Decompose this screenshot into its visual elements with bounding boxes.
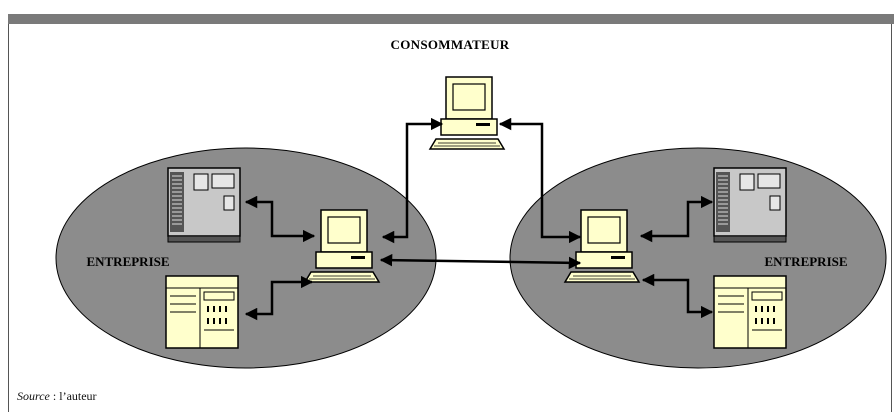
link-consumer-left <box>381 117 444 244</box>
link-consumer-right <box>498 117 582 244</box>
source-text: l’auteur <box>59 389 97 403</box>
mainframe-icon <box>165 275 239 349</box>
enterprise-label-right: ENTREPRISE <box>764 254 847 269</box>
consumer-title: CONSOMMATEUR <box>391 37 510 52</box>
computer-icon <box>429 76 505 150</box>
figure-frame <box>8 24 892 412</box>
header-bar <box>8 14 894 24</box>
link-left-mainframe <box>244 275 314 321</box>
source-caption: Source : l’auteur <box>17 389 97 404</box>
server-icon <box>167 167 241 243</box>
link-right-mainframe <box>641 273 714 319</box>
enterprise-label-left: ENTREPRISE <box>86 254 169 269</box>
link-left-server <box>244 195 316 243</box>
server-icon <box>713 167 787 243</box>
link-right-server <box>639 195 714 243</box>
source-prefix: Source <box>17 389 50 403</box>
source-separator: : <box>49 389 60 403</box>
mainframe-icon <box>713 275 787 349</box>
link-enterprise-bridge <box>379 253 582 270</box>
